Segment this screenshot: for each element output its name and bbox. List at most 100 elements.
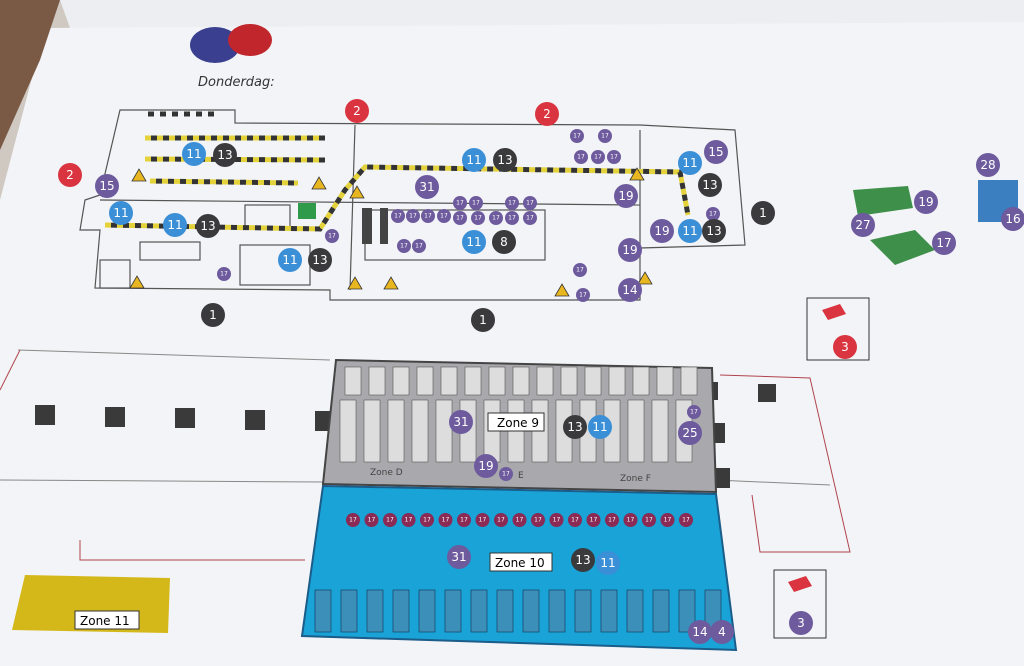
svg-text:17: 17 — [508, 215, 516, 222]
svg-text:17: 17 — [508, 200, 516, 207]
svg-text:31: 31 — [419, 180, 434, 194]
svg-text:17: 17 — [573, 133, 581, 140]
svg-text:17: 17 — [400, 243, 408, 250]
svg-text:17: 17 — [405, 517, 413, 524]
svg-text:31: 31 — [451, 550, 466, 564]
rack — [488, 366, 506, 396]
marker-17: 17 — [570, 129, 584, 143]
svg-text:17: 17 — [349, 517, 357, 524]
svg-text:17: 17 — [220, 271, 228, 278]
svg-text:17: 17 — [497, 517, 505, 524]
rack — [392, 589, 410, 633]
svg-text:17: 17 — [368, 517, 376, 524]
marker-17: 17 — [586, 513, 601, 527]
rack — [464, 366, 482, 396]
svg-text:17: 17 — [709, 211, 717, 218]
rack — [608, 366, 626, 396]
svg-text:2: 2 — [353, 104, 361, 118]
first-aid-icon — [298, 203, 316, 219]
svg-text:13: 13 — [497, 153, 512, 167]
marker-blue-11: 11 — [678, 219, 702, 243]
marker-purple-28: 28 — [976, 153, 1000, 177]
rack — [600, 589, 618, 633]
svg-text:17: 17 — [502, 471, 510, 478]
rack — [444, 589, 462, 633]
zone-f-label: Zone F — [620, 474, 651, 484]
rack — [363, 399, 381, 463]
marker-purple-3: 3 — [789, 611, 813, 635]
marker-17: 17 — [489, 211, 503, 225]
rack — [652, 589, 670, 633]
small-markers: 17 17 17 17 17 17 17 17 17 17 17 17 17 17 17 17 17 17 17 17… — [217, 129, 720, 527]
svg-text:28: 28 — [980, 158, 995, 172]
svg-text:15: 15 — [99, 179, 114, 193]
marker-17: 17 — [469, 196, 483, 210]
marker-17: 17 — [573, 263, 587, 277]
marker-purple-19: 19 — [474, 454, 498, 478]
marker-blue-11: 11 — [278, 248, 302, 272]
camera-sign — [806, 297, 870, 361]
rack — [435, 399, 453, 463]
svg-text:17: 17 — [423, 517, 431, 524]
svg-text:16: 16 — [1005, 212, 1020, 226]
rack — [656, 366, 674, 396]
svg-text:17: 17 — [440, 213, 448, 220]
marker-blue-11: 11 — [182, 142, 206, 166]
svg-text:13: 13 — [575, 553, 590, 567]
marker-17: 17 — [505, 211, 519, 225]
marker-purple-19: 19 — [650, 219, 674, 243]
lower-outline — [0, 349, 831, 486]
marker-purple-27: 27 — [851, 213, 875, 237]
marker-red-2: 2 — [345, 99, 369, 123]
rack — [560, 366, 578, 396]
marker-17: 17 — [420, 513, 434, 527]
svg-text:17: 17 — [456, 215, 464, 222]
marker-purple-15: 15 — [95, 174, 119, 198]
marker-blue-11: 11 — [462, 230, 486, 254]
svg-text:8: 8 — [500, 235, 508, 249]
logo-shape — [190, 27, 240, 63]
svg-text:13: 13 — [706, 224, 721, 238]
marker-17: 17 — [453, 211, 467, 225]
rack — [392, 366, 410, 396]
marker-17: 17 — [217, 267, 231, 281]
svg-text:17: 17 — [577, 154, 585, 161]
marker-17: 17 — [383, 513, 397, 527]
svg-text:3: 3 — [797, 616, 805, 630]
lower-outline — [0, 349, 851, 561]
marker-17: 17 — [505, 196, 519, 210]
marker-dark-13: 13 — [563, 415, 587, 439]
svg-text:15: 15 — [708, 145, 723, 159]
camera-icon — [822, 304, 846, 320]
svg-text:2: 2 — [543, 107, 551, 121]
marker-dark-1: 1 — [751, 201, 775, 225]
zone-labels: Zone 9 Zone 10 Zone 11 Zone D E Zone F — [74, 412, 651, 630]
svg-text:31: 31 — [453, 415, 468, 429]
racks-upper — [362, 208, 388, 244]
zone-11-label: Zone 11 — [80, 614, 130, 628]
svg-text:17: 17 — [571, 517, 579, 524]
svg-text:11: 11 — [282, 253, 297, 267]
marker-red-2: 2 — [535, 102, 559, 126]
rack — [340, 589, 358, 633]
marker-17: 17 — [574, 150, 588, 164]
rack — [522, 589, 540, 633]
svg-text:19: 19 — [478, 459, 493, 473]
svg-text:1: 1 — [479, 313, 487, 327]
svg-text:11: 11 — [466, 153, 481, 167]
marker-17: 17 — [679, 513, 693, 527]
marker-17: 17 — [605, 513, 619, 527]
marker-purple-25: 25 — [678, 421, 702, 445]
marker-17: 17 — [607, 150, 621, 164]
svg-text:14: 14 — [622, 283, 637, 297]
marker-dark-8: 8 — [492, 230, 516, 254]
svg-text:17: 17 — [579, 292, 587, 299]
svg-text:19: 19 — [622, 243, 637, 257]
svg-text:17: 17 — [472, 200, 480, 207]
svg-text:13: 13 — [200, 219, 215, 233]
rack — [470, 589, 488, 633]
marker-17: 17 — [391, 209, 405, 223]
marker-dark-13: 13 — [213, 143, 237, 167]
